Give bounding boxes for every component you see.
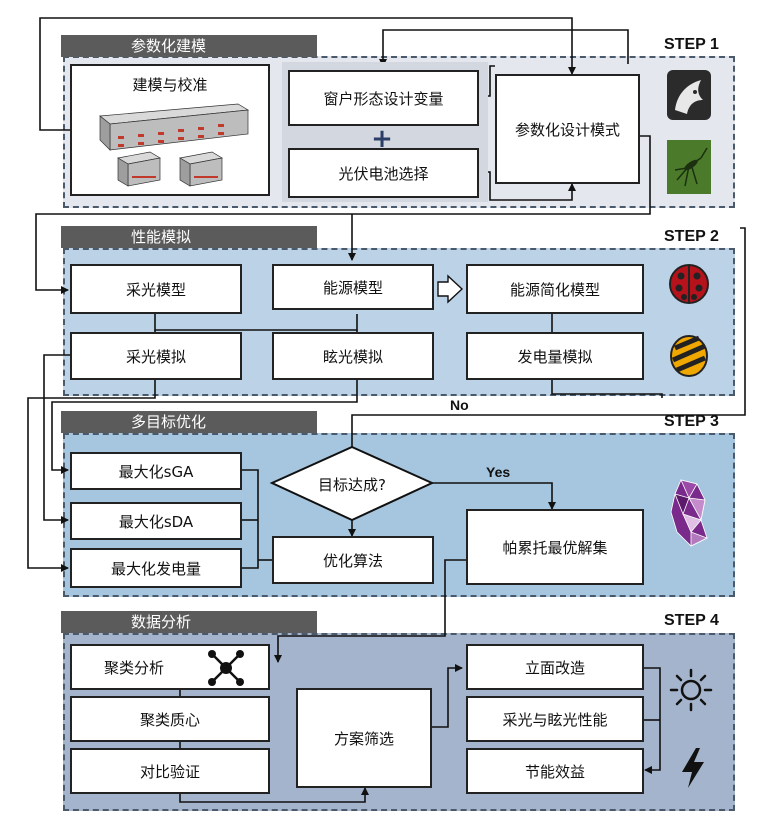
daylight-simulation-box: 采光模拟 <box>70 332 242 380</box>
comparison-validation-box: 对比验证 <box>70 748 270 794</box>
scheme-screening-label: 方案筛选 <box>333 729 394 748</box>
glare-simulation-label: 眩光模拟 <box>322 347 383 366</box>
energy-saving-benefit-box: 节能效益 <box>466 748 644 794</box>
optimization-algorithm-box: 优化算法 <box>272 536 434 584</box>
step2-label: STEP 2 <box>664 228 719 245</box>
window-design-variables-box: 窗户形态设计变量 <box>288 70 479 126</box>
yes-label: Yes <box>486 464 511 480</box>
maximize-sga-label: 最大化sGA <box>118 462 194 481</box>
plus-sign: + <box>371 124 393 154</box>
tab-multi-objective-optimization: 多目标优化 <box>61 411 317 433</box>
lightning-icon <box>678 746 708 790</box>
ladybug-icon <box>667 262 711 306</box>
network-icon <box>206 648 246 688</box>
simplified-energy-model-box: 能源简化模型 <box>466 264 644 314</box>
simplified-energy-model-label: 能源简化模型 <box>509 280 600 299</box>
maximize-sga-box: 最大化sGA <box>70 452 242 490</box>
sun-icon <box>669 668 713 712</box>
cluster-centroid-box: 聚类质心 <box>70 696 270 742</box>
tab-performance-simulation: 性能模拟 <box>61 226 317 248</box>
maximize-power-label: 最大化发电量 <box>110 559 201 578</box>
energy-model-label: 能源模型 <box>322 278 383 297</box>
goal-reached-label: 目标达成? <box>318 476 386 494</box>
parametric-design-mode-label: 参数化设计模式 <box>514 120 620 139</box>
grasshopper-icon <box>667 140 711 194</box>
step1-label: STEP 1 <box>664 36 719 53</box>
tab-parametric-modeling: 参数化建模 <box>61 35 317 57</box>
window-design-variables-label: 窗户形态设计变量 <box>323 89 444 108</box>
tab-data-analysis: 数据分析 <box>61 611 317 633</box>
daylight-model-box: 采光模型 <box>70 264 242 314</box>
facade-renovation-box: 立面改造 <box>466 644 644 690</box>
wallacei-icon <box>667 476 711 548</box>
maximize-power-box: 最大化发电量 <box>70 548 242 588</box>
cluster-analysis-label: 聚类分析 <box>104 658 165 677</box>
power-generation-simulation-label: 发电量模拟 <box>517 347 593 366</box>
daylight-simulation-label: 采光模拟 <box>125 347 186 366</box>
maximize-sda-box: 最大化sDA <box>70 502 242 540</box>
optimization-algorithm-label: 优化算法 <box>322 551 383 570</box>
daylight-glare-performance-box: 采光与眩光性能 <box>466 696 644 742</box>
glare-simulation-box: 眩光模拟 <box>272 332 434 380</box>
scheme-screening-box: 方案筛选 <box>296 688 432 788</box>
pv-cell-selection-box: 光伏电池选择 <box>288 148 479 198</box>
energy-saving-benefit-label: 节能效益 <box>524 762 585 781</box>
no-label: No <box>450 397 469 413</box>
parametric-design-mode-box: 参数化设计模式 <box>495 74 640 184</box>
pv-cell-selection-label: 光伏电池选择 <box>338 164 429 183</box>
energy-model-box: 能源模型 <box>272 264 434 310</box>
step3-label: STEP 3 <box>664 413 719 430</box>
building-model-image <box>99 103 250 187</box>
daylight-glare-performance-label: 采光与眩光性能 <box>502 710 608 729</box>
comparison-validation-label: 对比验证 <box>139 762 200 781</box>
cluster-centroid-label: 聚类质心 <box>139 710 200 729</box>
honeybee-icon <box>667 330 711 380</box>
facade-renovation-label: 立面改造 <box>524 658 585 677</box>
modeling-calibration-label: 建模与校准 <box>132 76 208 94</box>
step4-label: STEP 4 <box>664 612 719 629</box>
daylight-model-label: 采光模型 <box>125 280 186 299</box>
rhino-icon <box>667 70 711 120</box>
pareto-optimal-set-box: 帕累托最优解集 <box>466 509 644 585</box>
pareto-optimal-set-label: 帕累托最优解集 <box>502 538 608 557</box>
maximize-sda-label: 最大化sDA <box>118 512 194 531</box>
power-generation-simulation-box: 发电量模拟 <box>466 332 644 380</box>
